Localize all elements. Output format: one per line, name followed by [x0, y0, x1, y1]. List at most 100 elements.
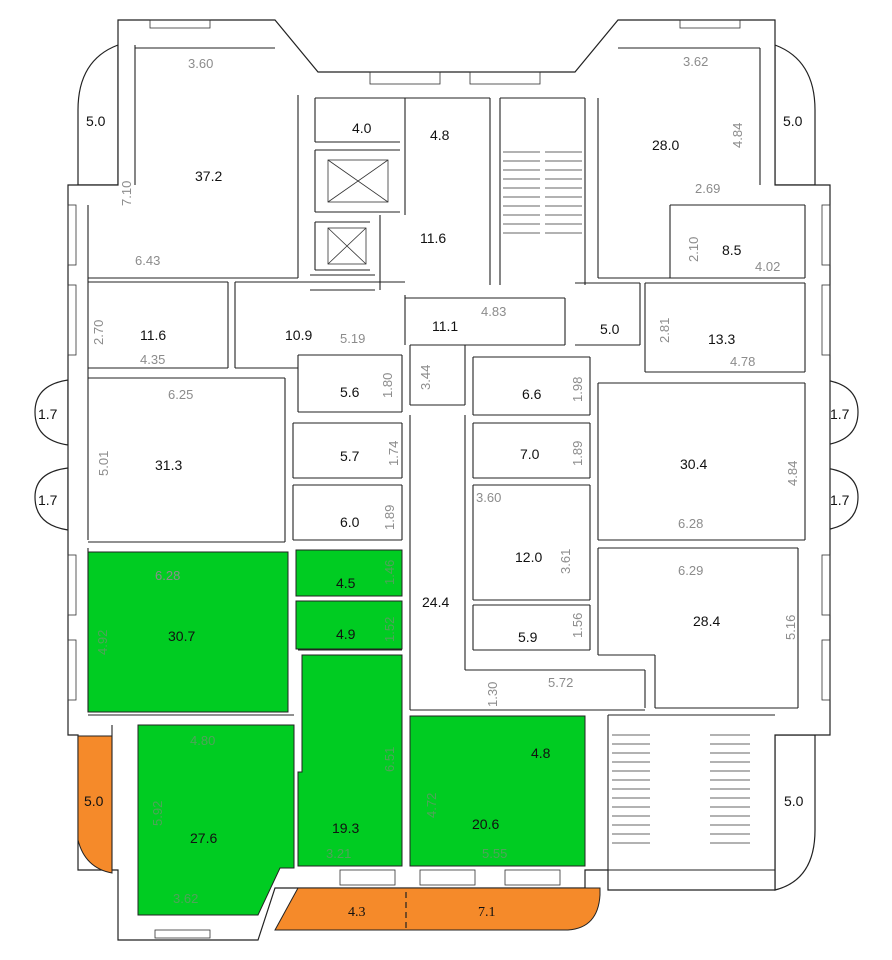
bay-area: 1.7 — [830, 492, 850, 508]
room-area: 28.4 — [693, 613, 720, 629]
room-area: 30.7 — [168, 628, 195, 644]
dimension: 1.52 — [382, 617, 397, 642]
balcony-area: 5.0 — [86, 113, 106, 129]
room-area: 12.0 — [515, 549, 542, 565]
room-area: 13.3 — [708, 331, 735, 347]
room-area: 27.6 — [190, 830, 217, 846]
highlighted-rooms — [87, 549, 586, 916]
dimension: 3.61 — [558, 549, 573, 574]
bay-area: 1.7 — [38, 406, 58, 422]
room-area: 4.8 — [430, 127, 450, 143]
room-area: 28.0 — [652, 137, 679, 153]
room-area: 24.4 — [422, 594, 449, 610]
bay-area: 1.7 — [830, 406, 850, 422]
dimension: 1.30 — [485, 682, 500, 707]
dimension: 3.62 — [683, 54, 708, 69]
dimension: 2.81 — [657, 318, 672, 343]
dimension: 1.74 — [386, 441, 401, 466]
bay-area: 1.7 — [38, 492, 58, 508]
balcony-bottom-left — [77, 735, 113, 874]
dimension: 2.10 — [686, 237, 701, 262]
room-area: 20.6 — [472, 816, 499, 832]
balcony-top-right — [774, 44, 816, 186]
elevator-shafts — [327, 159, 389, 265]
balcony-bottom-right — [774, 734, 816, 891]
room-areas: 37.2 4.0 4.8 28.0 11.6 8.5 11.6 10.9 11.… — [140, 120, 742, 846]
dimension: 1.89 — [382, 505, 397, 530]
dimension: 4.84 — [730, 123, 745, 148]
room-area: 4.8 — [531, 745, 551, 761]
dimension: 6.29 — [678, 563, 703, 578]
dimension: 6.28 — [678, 516, 703, 531]
dimension: 1.98 — [570, 377, 585, 402]
balcony-area: 5.0 — [783, 113, 803, 129]
room-area: 6.0 — [340, 514, 360, 530]
balcony-labels: 5.0 5.0 1.7 1.7 1.7 1.7 5.0 5.0 4.3 7.1 — [38, 113, 850, 920]
interior-walls — [87, 45, 806, 871]
dimension: 4.92 — [95, 630, 110, 655]
room-area: 37.2 — [195, 168, 222, 184]
dimension: 4.02 — [755, 259, 780, 274]
dimension: 5.19 — [340, 331, 365, 346]
room-area: 19.3 — [332, 820, 359, 836]
balcony-bottom-center — [274, 887, 601, 931]
dimension: 4.72 — [424, 793, 439, 818]
dimension: 4.80 — [190, 733, 215, 748]
balcony-area: 5.0 — [784, 793, 804, 809]
room-area: 7.0 — [520, 446, 540, 462]
room-area: 5.9 — [518, 629, 538, 645]
room-area: 5.0 — [600, 321, 620, 337]
bay-left-1 — [34, 379, 69, 446]
dimension: 5.55 — [482, 846, 507, 861]
room-area: 5.7 — [340, 448, 360, 464]
dimension: 1.46 — [382, 560, 397, 585]
dimension: 1.56 — [570, 613, 585, 638]
dimension: 4.35 — [140, 352, 165, 367]
dimension: 6.43 — [135, 253, 160, 268]
dimension: 5.72 — [548, 675, 573, 690]
bay-left-2 — [34, 467, 69, 531]
dimension: 4.83 — [481, 304, 506, 319]
dimension: 4.84 — [785, 461, 800, 486]
dimension-labels: 3.60 3.62 4.84 7.10 2.69 6.43 2.10 4.02 … — [91, 54, 800, 906]
dimension: 3.21 — [326, 846, 351, 861]
room-area: 11.6 — [140, 327, 166, 343]
dimension: 6.25 — [168, 387, 193, 402]
windows — [67, 19, 831, 939]
dimension: 1.80 — [380, 373, 395, 398]
dimension: 2.70 — [91, 320, 106, 345]
dimension: 5.01 — [96, 451, 111, 476]
balcony-area: 4.3 — [348, 905, 366, 920]
bay-right-1 — [824, 379, 859, 446]
balcony-area: 5.0 — [84, 793, 104, 809]
balcony-area: 7.1 — [478, 905, 496, 920]
room-area: 4.5 — [336, 575, 356, 591]
bay-right-2 — [824, 467, 859, 531]
staircase-bottom — [612, 734, 750, 844]
room-area: 11.1 — [432, 318, 458, 334]
room-area: 10.9 — [285, 327, 312, 343]
room-area: 6.6 — [522, 386, 542, 402]
dimension: 1.89 — [570, 441, 585, 466]
dimension: 3.62 — [173, 891, 198, 906]
dimension: 4.78 — [730, 354, 755, 369]
room-area: 30.4 — [680, 456, 707, 472]
dimension: 2.69 — [695, 181, 720, 196]
room-area: 11.6 — [420, 230, 446, 246]
room-area: 31.3 — [155, 457, 182, 473]
room-area: 5.6 — [340, 384, 360, 400]
dimension: 3.60 — [188, 56, 213, 71]
dimension: 5.16 — [783, 615, 798, 640]
dimension: 5.92 — [150, 801, 165, 826]
room-area: 4.9 — [336, 626, 356, 642]
dimension: 6.51 — [382, 747, 397, 772]
room-area: 8.5 — [722, 242, 742, 258]
dimension: 3.44 — [418, 365, 433, 390]
dimension: 3.60 — [476, 490, 501, 505]
balcony-top-left — [77, 44, 119, 186]
room-area: 4.0 — [352, 120, 372, 136]
dimension: 6.28 — [155, 568, 180, 583]
dimension: 7.10 — [119, 181, 134, 206]
staircase-top — [503, 151, 582, 234]
